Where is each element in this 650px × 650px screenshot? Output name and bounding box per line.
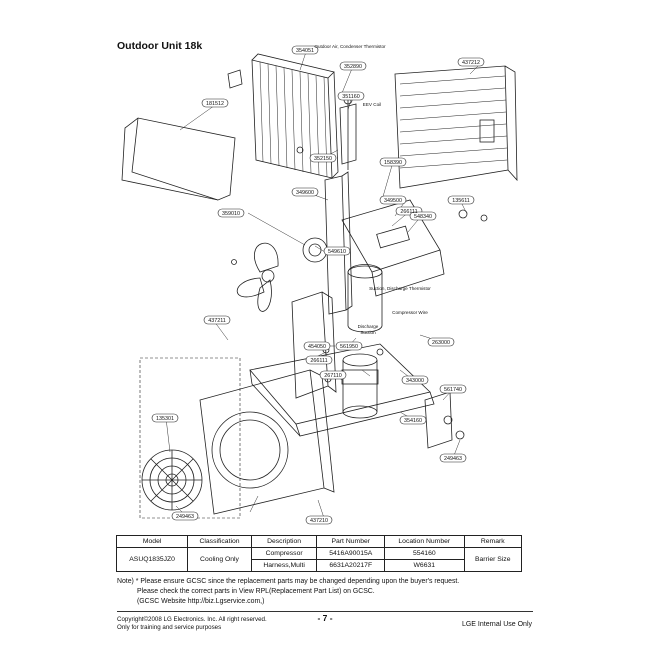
header-part-number: Part Number: [316, 535, 386, 548]
cell-part-number: 5416A90015A: [316, 547, 386, 560]
note-line-1: Note) * Please ensure GCSC since the rep…: [117, 578, 460, 585]
cell-part-number: 6631A20217F: [316, 559, 386, 572]
top-cover: [121, 117, 236, 201]
callout-26: 249463: [176, 514, 194, 520]
label-suction: Suction: [360, 330, 376, 335]
motor-bracket: [324, 175, 347, 315]
callout-18: 263000: [432, 340, 450, 346]
training-text: Only for training and service purposes: [117, 624, 222, 631]
cell-location: 554160: [384, 547, 465, 560]
cell-classification: Cooling Only: [187, 547, 252, 572]
page-title: Outdoor Unit 18k: [117, 40, 203, 52]
callout-13: 548340: [414, 214, 432, 220]
label-discharge: Discharge: [358, 324, 379, 329]
callout-16: 437211: [208, 318, 226, 324]
exploded-view-diagram: 354051 352890 351160 181512 437212 35215…: [121, 44, 518, 525]
cell-description: Compressor: [250, 547, 318, 560]
label-suction-discharge-thermistor: Suction, Discharge Thermistor: [369, 286, 431, 291]
label-eev-coil: EEV Coil: [363, 102, 381, 107]
callout-9: 549610: [328, 249, 346, 255]
copyright-text: Copyright©2008 LG Electronics. Inc. All …: [117, 616, 267, 623]
callout-29: 249463: [444, 456, 462, 462]
propeller-fan: [236, 242, 279, 312]
footer-copyright: Copyright©2008 LG Electronics. Inc. All …: [117, 616, 267, 632]
callout-14: 437212: [462, 60, 480, 66]
control-box: [341, 199, 445, 297]
callout-22: 437210: [310, 518, 328, 524]
header-model: Model: [115, 535, 189, 548]
replacement-note: Note) * Please ensure GCSC since the rep…: [117, 577, 459, 607]
callout-8: 359010: [222, 211, 240, 217]
page-number: - 7 -: [317, 613, 333, 623]
callout-1: 354051: [296, 48, 314, 54]
callout-27: 354160: [404, 418, 422, 424]
header-remark: Remark: [463, 535, 522, 548]
cell-location: W6631: [384, 559, 465, 572]
front-panel: [199, 369, 335, 515]
callout-2: 352890: [344, 64, 362, 70]
callout-6: 352150: [314, 156, 332, 162]
cell-model: ASUQ1835JZ0: [115, 547, 189, 572]
fan-guard: [141, 449, 203, 511]
cell-remark: Barrier Size: [463, 547, 522, 572]
label-condenser-thermistor: Outdoor Air, Condenser Thermistor: [314, 44, 386, 49]
callout-3: 351160: [342, 94, 360, 100]
table-row: Harness,Multi 6631A20217F W6631: [117, 559, 522, 572]
header-classification: Classification: [187, 535, 252, 548]
parts-table: Model Classification Description Part Nu…: [115, 535, 522, 572]
service-valve: [424, 391, 465, 449]
sound-cover: [347, 264, 383, 333]
callout-5: 181512: [206, 101, 224, 107]
callout-21: 266111: [310, 358, 327, 364]
note-line-2: Please check the correct parts in View R…: [137, 588, 375, 595]
rear-grille: [394, 65, 518, 189]
callout-28: 561740: [444, 387, 462, 393]
table-header-row: Model Classification Description Part Nu…: [115, 535, 522, 548]
table-row: ASUQ1835JZ0 Cooling Only Compressor 5416…: [115, 547, 522, 572]
callout-19: 561950: [340, 344, 358, 350]
callout-12: 266111: [400, 209, 417, 215]
callout-25: 343000: [406, 378, 424, 384]
footer-divider: [117, 611, 533, 612]
note-line-3: (GCSC Website http://biz.Lgservice.com,): [137, 598, 265, 605]
cell-description: Harness,Multi: [250, 559, 318, 572]
header-description: Description: [250, 535, 318, 548]
callout-23: 135301: [156, 416, 174, 422]
callout-7: 349600: [296, 190, 314, 196]
callout-15: 135611: [452, 198, 470, 204]
internal-use-label: LGE Internal Use Only: [461, 621, 532, 628]
callout-20: 454050: [308, 344, 326, 350]
header-location-number: Location Number: [384, 535, 465, 548]
callout-11: 158390: [384, 160, 402, 166]
callout-24: 267110: [324, 373, 342, 379]
callout-10: 349500: [384, 198, 402, 204]
label-compressor-wire: Compressor Wire: [392, 310, 428, 315]
